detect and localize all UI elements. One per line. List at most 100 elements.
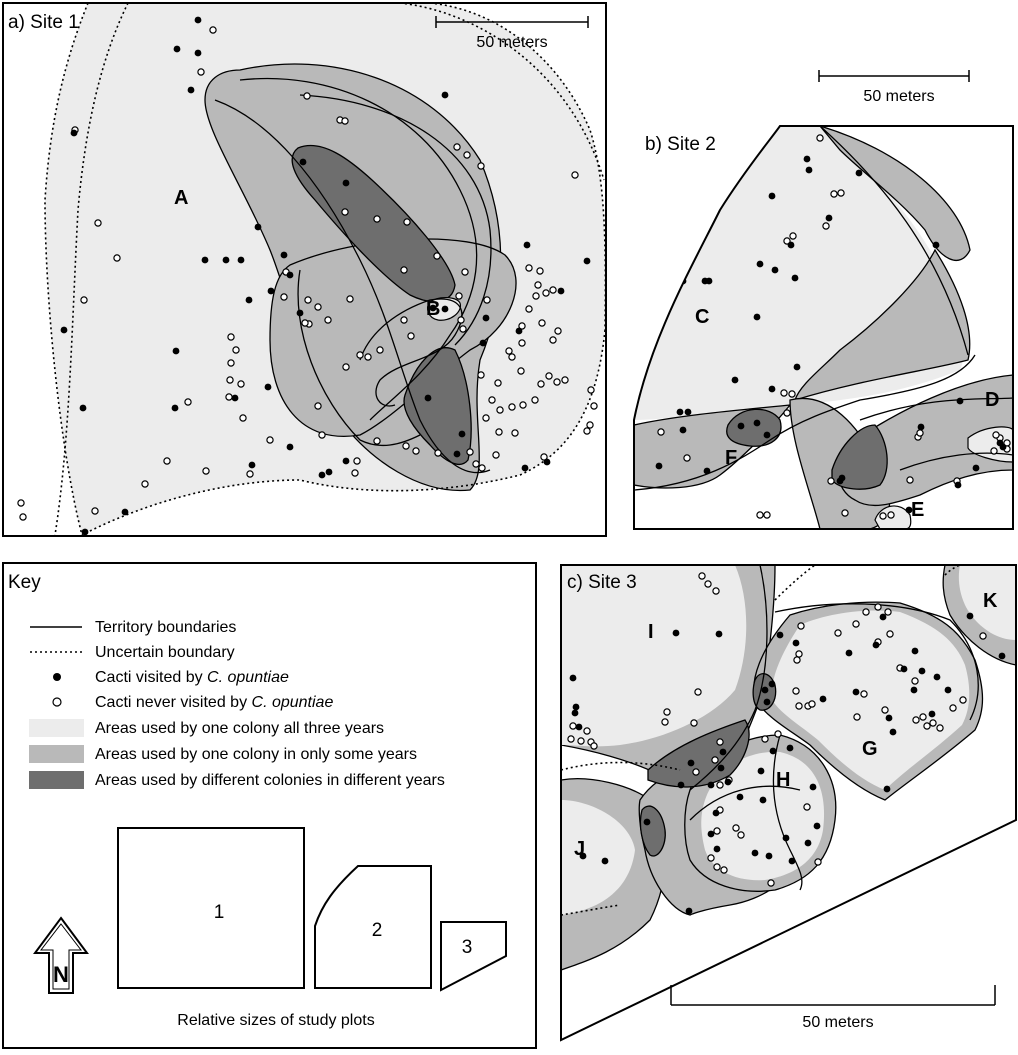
- plot-size-1: [117, 827, 305, 989]
- visited-cactus: [515, 327, 523, 335]
- visited-cactus: [713, 845, 721, 853]
- unvisited-cactus: [732, 824, 740, 832]
- visited-cactus: [441, 91, 449, 99]
- unvisited-cactus: [936, 724, 944, 732]
- unvisited-cactus: [463, 151, 471, 159]
- visited-cactus: [900, 665, 908, 673]
- visited-cactus: [482, 314, 490, 322]
- visited-cactus: [763, 431, 771, 439]
- unvisited-cactus: [549, 286, 557, 294]
- unvisited-cactus: [488, 396, 496, 404]
- visited-cactus: [685, 907, 693, 915]
- unvisited-cactus: [567, 735, 575, 743]
- unvisited-cactus: [227, 359, 235, 367]
- unvisited-cactus: [561, 376, 569, 384]
- unvisited-cactus: [661, 718, 669, 726]
- visited-cactus: [79, 404, 87, 412]
- unvisited-cactus: [531, 396, 539, 404]
- unvisited-cactus: [433, 252, 441, 260]
- site1-uncertain-boundary-east-outer: [399, 3, 605, 181]
- unvisited-cactus: [780, 389, 788, 397]
- site3-label-g: G: [862, 738, 878, 760]
- visited-cactus: [803, 155, 811, 163]
- visited-cactus: [655, 462, 663, 470]
- unvisited-cactus: [737, 831, 745, 839]
- unvisited-cactus: [494, 379, 502, 387]
- unvisited-cactus: [225, 393, 233, 401]
- site2-label-c: C: [695, 306, 709, 328]
- unvisited-cactus: [457, 316, 465, 324]
- visited-cactus: [194, 49, 202, 57]
- key-item-never-visited: Cacti never visited by C. opuntiae: [95, 694, 333, 711]
- visited-cactus: [715, 630, 723, 638]
- visited-cactus: [768, 192, 776, 200]
- visited-cactus: [672, 629, 680, 637]
- site2-overlap-d-e: [831, 424, 888, 490]
- site2-title: b) Site 2: [645, 134, 716, 155]
- visited-cactus: [286, 443, 294, 451]
- unvisited-cactus: [569, 722, 577, 730]
- site3-label-i: I: [648, 621, 654, 643]
- visited-cactus: [966, 612, 974, 620]
- unvisited-cactus: [713, 863, 721, 871]
- plot-size-3-label: 3: [462, 937, 473, 958]
- unvisited-cactus: [763, 511, 771, 519]
- unvisited-cactus: [518, 339, 526, 347]
- unvisited-cactus: [113, 254, 121, 262]
- unvisited-cactus: [412, 447, 420, 455]
- unvisited-cactus: [461, 268, 469, 276]
- unvisited-cactus: [814, 858, 822, 866]
- unvisited-cactus: [916, 429, 924, 437]
- unvisited-cactus: [830, 190, 838, 198]
- visited-cactus: [231, 394, 239, 402]
- visited-cactus: [737, 422, 745, 430]
- unvisited-cactus: [590, 402, 598, 410]
- visited-cactus: [763, 698, 771, 706]
- unvisited-cactus: [808, 700, 816, 708]
- unvisited-cactus: [373, 215, 381, 223]
- unvisited-cactus: [402, 442, 410, 450]
- visited-cactus: [954, 481, 962, 489]
- site3-label-k: K: [983, 590, 998, 612]
- site2-boundary-4: [899, 452, 1013, 471]
- visited-cactus: [793, 363, 801, 371]
- unvisited-cactus: [707, 854, 715, 862]
- key-swatch-medium: [29, 745, 84, 763]
- visited-cactus: [757, 767, 765, 775]
- visited-cactus: [765, 852, 773, 860]
- unvisited-cactus: [351, 469, 359, 477]
- unvisited-cactus: [525, 305, 533, 313]
- site1-label-a: A: [174, 187, 188, 209]
- unvisited-cactus: [403, 218, 411, 226]
- unvisited-cactus: [827, 477, 835, 485]
- unvisited-cactus: [226, 376, 234, 384]
- key-swatch-light: [29, 719, 84, 737]
- visited-cactus: [751, 849, 759, 857]
- site3-territory-h-area: [701, 751, 825, 881]
- visited-cactus: [911, 647, 919, 655]
- site2-territory-c-band: [793, 248, 971, 401]
- visited-cactus: [264, 383, 272, 391]
- unvisited-cactus: [318, 431, 326, 439]
- visited-cactus: [845, 649, 853, 657]
- visited-cactus: [944, 686, 952, 694]
- unvisited-cactus: [881, 706, 889, 714]
- unvisited-cactus: [353, 457, 361, 465]
- visited-cactus: [819, 695, 827, 703]
- visited-cactus: [296, 309, 304, 317]
- visited-cactus: [910, 686, 918, 694]
- unvisited-cactus: [400, 266, 408, 274]
- unvisited-cactus: [929, 719, 937, 727]
- visited-cactus: [717, 764, 725, 772]
- site1-unvisited-cacti: [17, 26, 598, 521]
- unvisited-cactus: [923, 722, 931, 730]
- visited-cactus: [201, 256, 209, 264]
- site1-scale-label: 50 meters: [476, 34, 547, 51]
- unvisited-cactus: [761, 735, 769, 743]
- visited-cactus: [705, 277, 713, 285]
- unvisited-cactus: [692, 768, 700, 776]
- unvisited-cactus: [536, 267, 544, 275]
- visited-cactus: [736, 793, 744, 801]
- visited-cactus: [677, 781, 685, 789]
